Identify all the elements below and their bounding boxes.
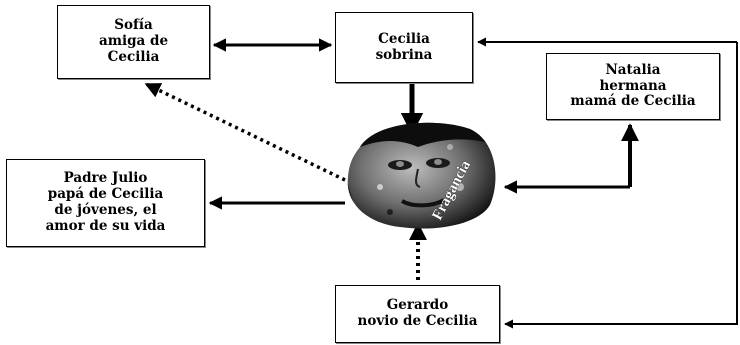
node-padre-line-3: de jóvenes, el [54, 203, 156, 219]
node-sofia-line-2: amiga de [99, 34, 168, 50]
node-padre-line-1: Padre Julio [64, 171, 148, 187]
portrait-face-icon: Fragancia [340, 117, 500, 230]
node-sofia-line-1: Sofía [114, 18, 152, 34]
node-padre-line-2: papá de Cecilia [48, 187, 164, 203]
node-gerardo-line-1: Gerardo [387, 298, 449, 314]
node-cecilia: Cecilia sobrina [335, 12, 473, 83]
node-natalia-line-1: Natalia [605, 63, 660, 79]
node-cecilia-line-1: Cecilia [378, 32, 430, 48]
node-sofia-line-3: Cecilia [108, 50, 160, 66]
node-gerardo-line-2: novio de Cecilia [358, 314, 478, 330]
node-sofia: Sofía amiga de Cecilia [57, 5, 210, 79]
node-natalia-line-3: mamá de Cecilia [570, 94, 695, 110]
node-cecilia-line-2: sobrina [376, 48, 433, 64]
node-padre-line-4: amor de su vida [46, 219, 166, 235]
node-natalia: Natalia hermana mamá de Cecilia [546, 53, 720, 120]
node-padre-julio: Padre Julio papá de Cecilia de jóvenes, … [6, 159, 205, 247]
node-gerardo: Gerardo novio de Cecilia [335, 285, 500, 343]
node-natalia-line-2: hermana [599, 79, 666, 95]
